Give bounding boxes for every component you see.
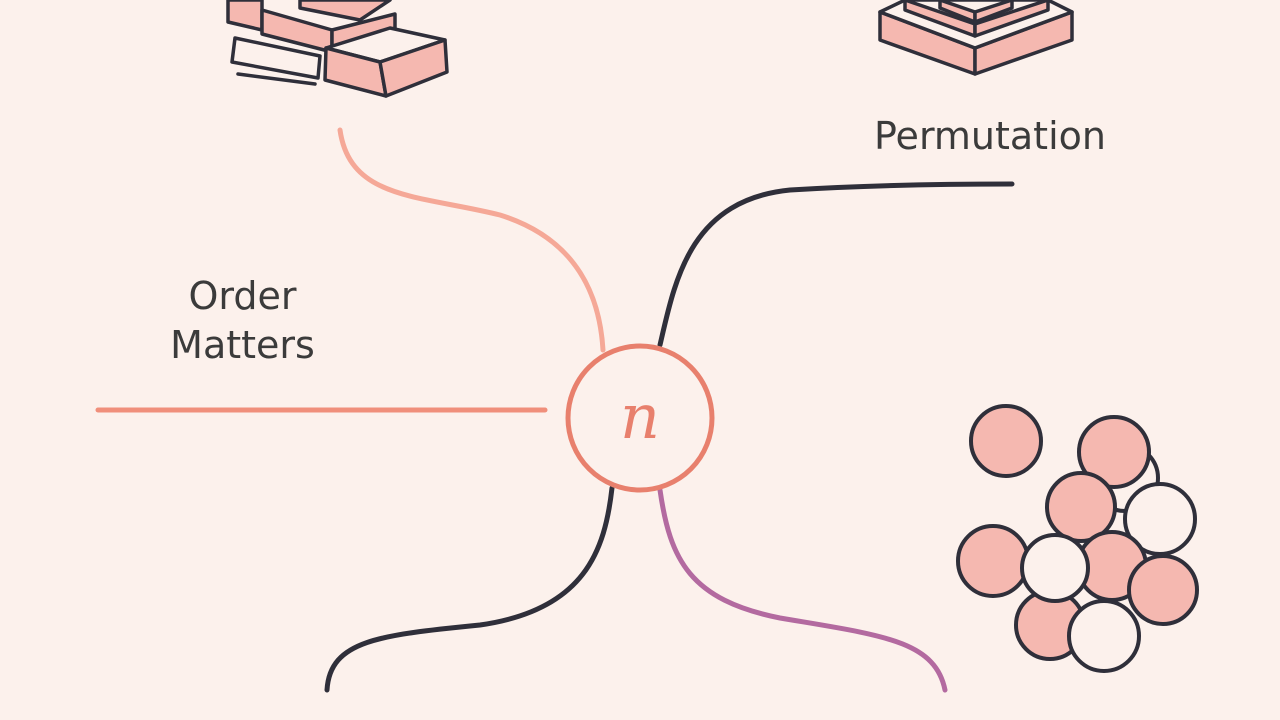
cluster-circle: [969, 404, 1043, 478]
branch-label-order-matters: Order Matters: [110, 272, 375, 369]
center-node: n: [565, 343, 715, 493]
cluster-circle: [1020, 533, 1090, 603]
branch-label-permutation: Permutation: [874, 114, 1106, 158]
branch-line-permutation: [657, 181, 1015, 348]
branch-line-bottom-right: [657, 487, 948, 693]
arranged-blocks-icon: [226, 0, 449, 98]
branch-line-top-left: [337, 127, 606, 353]
branch-line-bottom-left: [324, 485, 615, 693]
circles-cluster-icon: [956, 404, 1199, 673]
center-symbol: n: [620, 380, 660, 453]
cluster-circle: [1123, 482, 1197, 556]
cluster-circle: [1067, 599, 1141, 673]
cluster-circle: [1127, 554, 1199, 626]
stacked-layers-icon: [878, 0, 1074, 76]
cluster-circle: [1077, 415, 1151, 489]
variable-n-circle-icon: [565, 343, 715, 493]
cluster-circle: [956, 524, 1030, 598]
cluster-circle: [1045, 471, 1117, 543]
branch-label-order-matters-text: Order Matters: [170, 274, 315, 367]
